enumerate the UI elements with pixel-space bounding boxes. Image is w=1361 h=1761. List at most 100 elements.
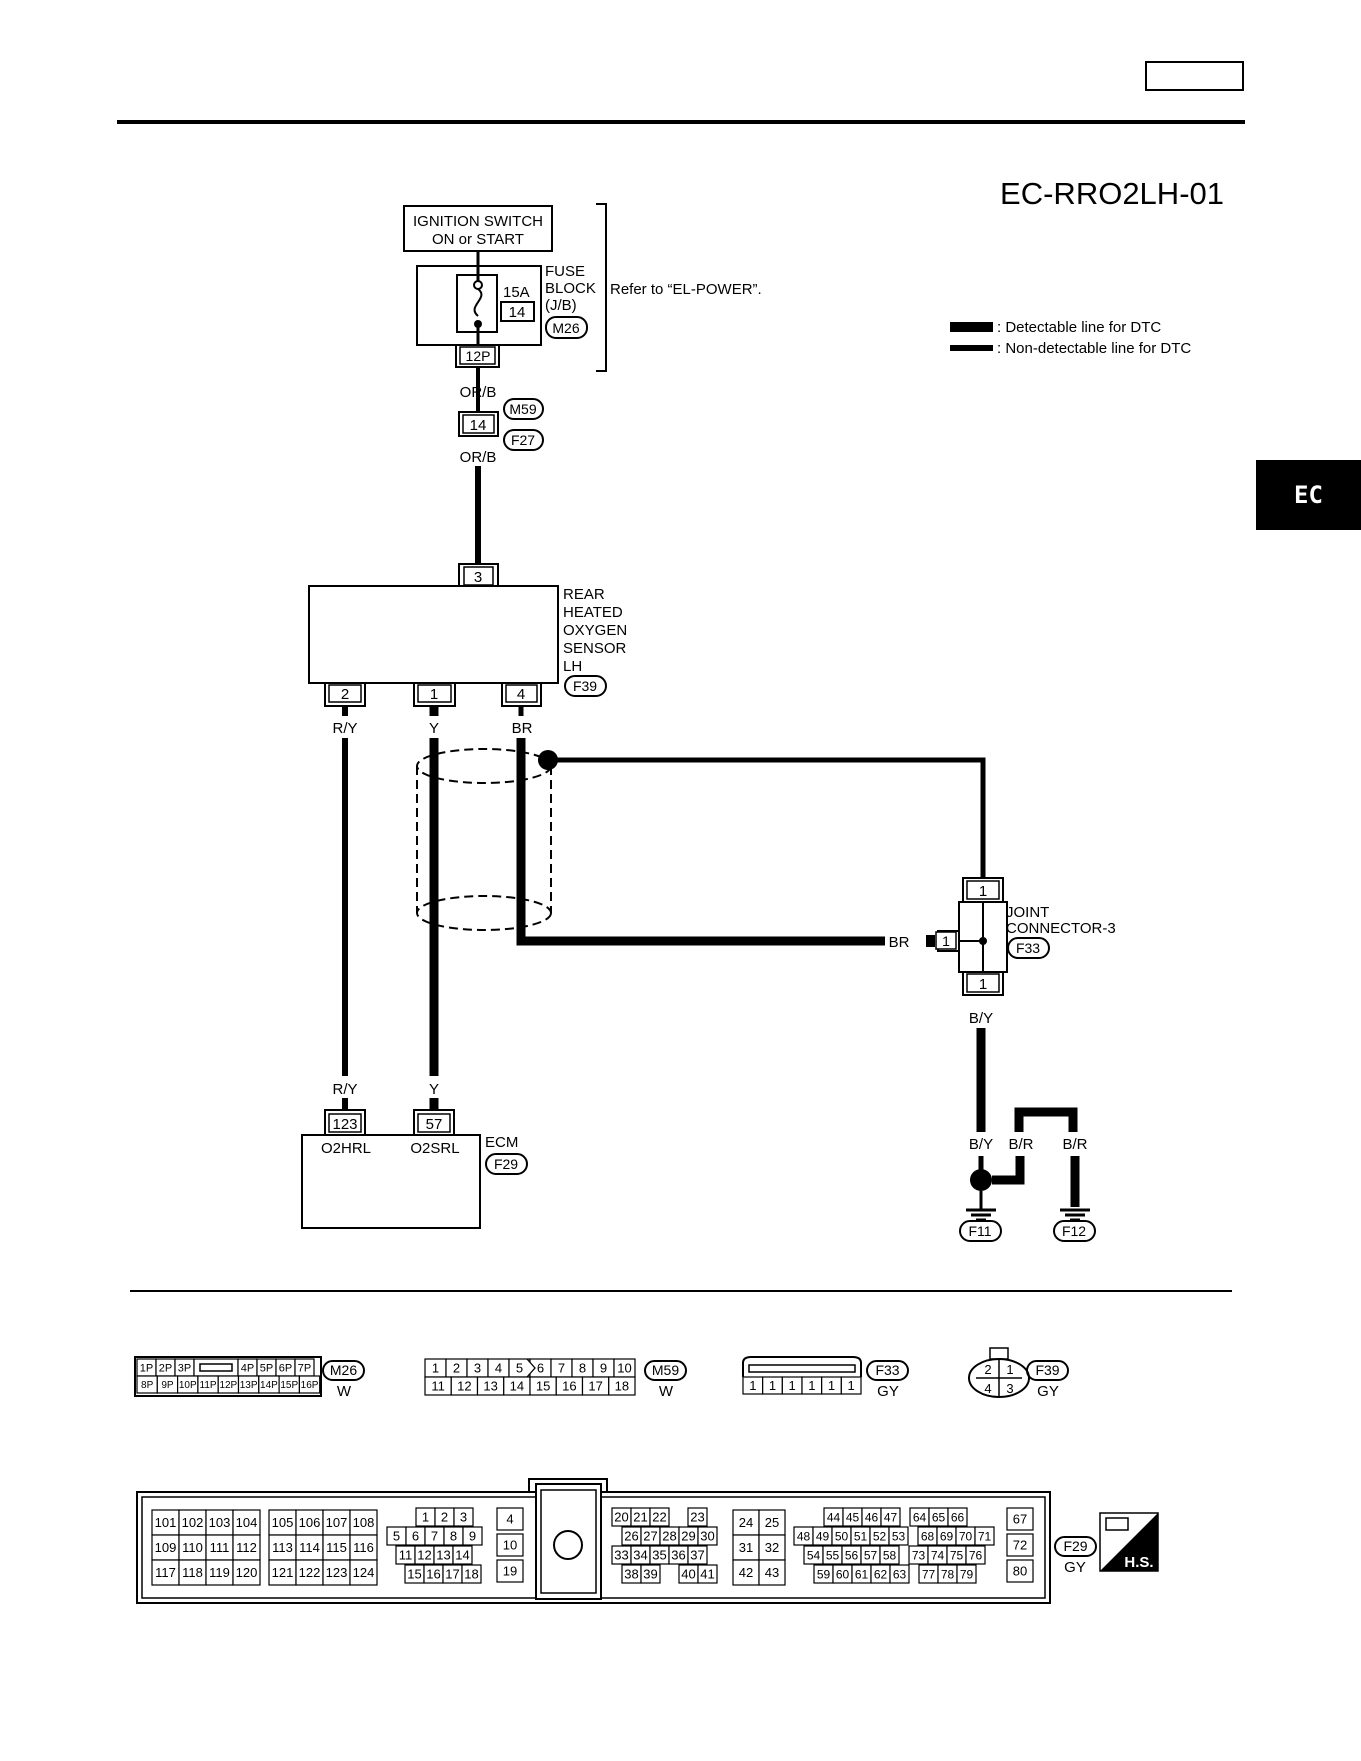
- pin-label: 40: [681, 1567, 695, 1582]
- pin-label: 30: [700, 1529, 714, 1544]
- svg-text:OXYGEN: OXYGEN: [563, 622, 627, 639]
- pin-label: 80: [1013, 1564, 1027, 1579]
- legend: : Detectable line for DTC : Non-detectab…: [950, 319, 1191, 357]
- pin-label: 64: [913, 1510, 927, 1524]
- pin-label: 41: [700, 1567, 714, 1582]
- pin-label: 37: [690, 1548, 704, 1563]
- pin-label: 1: [828, 1378, 835, 1393]
- svg-text:4: 4: [517, 686, 525, 703]
- fuse-connector-id: M26: [552, 320, 579, 336]
- pin-label: 74: [931, 1548, 945, 1562]
- pin-label: 5P: [260, 1362, 273, 1374]
- pin-label: 18: [615, 1379, 629, 1394]
- pin-label: 26: [624, 1529, 638, 1544]
- pin-label: 1: [808, 1378, 815, 1393]
- pin-label: 1: [749, 1378, 756, 1393]
- pin-label: 3: [1006, 1381, 1013, 1396]
- ecm-connector-id: F29: [494, 1156, 518, 1172]
- wire-orb-bottom: OR/B: [460, 449, 497, 466]
- pin-label: 117: [155, 1565, 176, 1580]
- svg-text:B/R: B/R: [1062, 1136, 1087, 1153]
- pin-label: 77: [922, 1567, 936, 1581]
- pin-label: 66: [951, 1510, 965, 1524]
- pin-label: 6P: [279, 1362, 292, 1374]
- page-number-box: [1145, 61, 1244, 91]
- svg-text:14: 14: [470, 417, 487, 434]
- pin-label: 2: [984, 1362, 991, 1377]
- pin-label: 106: [299, 1515, 321, 1530]
- pin-label: 10: [503, 1538, 517, 1553]
- svg-text:BLOCK: BLOCK: [545, 280, 596, 297]
- connector-color-label: GY: [1064, 1559, 1086, 1576]
- fuse-block: 15A 14 FUSE BLOCK (J/B) M26: [416, 263, 596, 346]
- pin-label: 72: [1013, 1538, 1027, 1553]
- svg-text:1: 1: [942, 933, 950, 949]
- pin-label: 24: [739, 1515, 753, 1530]
- connector-icon: [1105, 1517, 1129, 1531]
- refer-note: Refer to “EL-POWER”.: [610, 281, 762, 298]
- pin-label: 71: [978, 1529, 992, 1543]
- pin-label: 78: [941, 1567, 955, 1581]
- pin-label: 67: [1013, 1512, 1027, 1527]
- pin-label: 112: [236, 1540, 257, 1555]
- legend-non-detectable-text: : Non-detectable line for DTC: [997, 340, 1191, 357]
- pin-label: 70: [959, 1529, 973, 1543]
- pin-label: 113: [272, 1540, 293, 1555]
- pin-label: 4: [506, 1512, 513, 1527]
- joint-connector-id: F33: [1016, 940, 1040, 956]
- pin-label: 119: [209, 1565, 230, 1580]
- wire-y-bottom: Y: [429, 1081, 439, 1098]
- pin-label: 122: [299, 1565, 321, 1580]
- pin-label: 5: [516, 1361, 523, 1376]
- pin-label: 1: [1006, 1362, 1013, 1377]
- svg-text:O2SRL: O2SRL: [410, 1140, 459, 1157]
- pin-label: 54: [807, 1548, 821, 1562]
- pin-label: 11: [399, 1548, 413, 1563]
- pin-label: 2P: [159, 1362, 172, 1374]
- pin-label: 11: [431, 1379, 445, 1394]
- pin-label: 69: [940, 1529, 954, 1543]
- pin-label: 107: [326, 1515, 348, 1530]
- pin-label: 4: [495, 1361, 502, 1376]
- pin-label: 6: [537, 1361, 544, 1376]
- wire-y-top: Y: [429, 720, 439, 737]
- pin-label: 1: [789, 1378, 796, 1393]
- pin-label: 33: [614, 1548, 628, 1563]
- pin-label: 61: [855, 1567, 869, 1581]
- svg-text:SENSOR: SENSOR: [563, 640, 627, 657]
- harness-side-text: H.S.: [1124, 1554, 1153, 1571]
- pin-label: 58: [883, 1548, 897, 1562]
- pin-label: 111: [210, 1540, 230, 1555]
- pin-label: 124: [353, 1565, 375, 1580]
- sensor-connector-id: F39: [573, 678, 597, 694]
- svg-text:2: 2: [341, 686, 349, 703]
- wire-orb-top: OR/B: [460, 384, 497, 401]
- pin-label: 5: [393, 1529, 400, 1544]
- pin-label: 23: [690, 1510, 704, 1525]
- pin-label: 12: [457, 1379, 471, 1394]
- pin-label: 9P: [161, 1380, 174, 1391]
- pin-label: 47: [884, 1510, 898, 1524]
- pin-label: 49: [816, 1529, 830, 1543]
- pin-label: 120: [236, 1565, 258, 1580]
- pin-label: 4P: [241, 1362, 254, 1374]
- wire-ry-bottom: R/Y: [332, 1081, 357, 1098]
- connector-color-label: GY: [877, 1383, 899, 1400]
- svg-text:ECM: ECM: [485, 1134, 518, 1151]
- pin-label: 17: [445, 1567, 459, 1582]
- pin-label: 3: [460, 1510, 467, 1525]
- pin-label: 13: [436, 1548, 450, 1563]
- pin-label: 62: [874, 1567, 888, 1581]
- svg-text:14: 14: [509, 304, 526, 321]
- pin-label: 12: [417, 1548, 431, 1563]
- joint-connector-3: 1 1 BR 1 JOINT CONNECTOR-3 F33: [889, 877, 1116, 996]
- pin-label: 42: [739, 1565, 753, 1580]
- legend-detectable-text: : Detectable line for DTC: [997, 319, 1161, 336]
- svg-text:FUSE: FUSE: [545, 263, 585, 280]
- pin-label: 63: [893, 1567, 907, 1581]
- connector-id-f33: F33: [875, 1362, 899, 1378]
